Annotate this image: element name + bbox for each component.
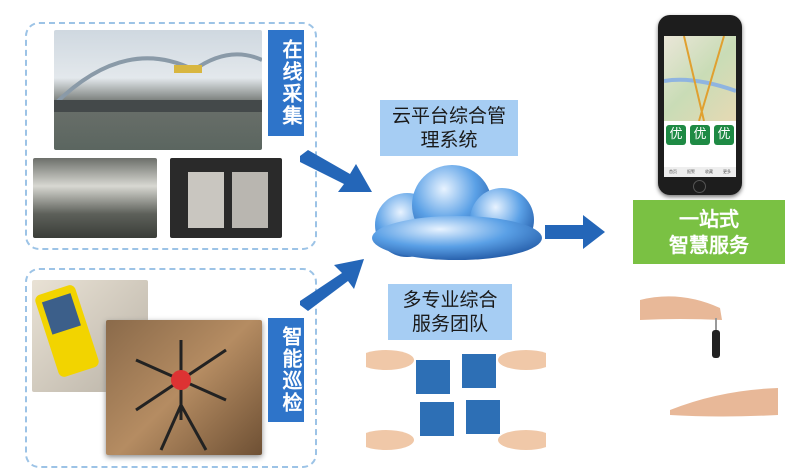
app-icon-2[interactable]: 优 xyxy=(690,125,710,145)
app-icon-3[interactable]: 优 xyxy=(714,125,734,145)
puzzle-icon xyxy=(358,350,554,450)
online-collection-label: 在线采集 xyxy=(268,30,304,136)
key-handover-hands-icon xyxy=(640,296,778,417)
drone-icon xyxy=(135,340,227,451)
cabinet-photo xyxy=(170,158,282,238)
one-stop-line1: 一站式 xyxy=(679,207,739,231)
arrow-up-right-icon xyxy=(300,259,364,311)
online-collection-group xyxy=(25,22,317,250)
bridge-arch-icon xyxy=(54,52,262,112)
smartphone: 优 优 优 首页 报警 收藏 更多 xyxy=(658,15,742,195)
app-icon-1[interactable]: 优 xyxy=(666,125,686,145)
tab-home[interactable]: 首页 xyxy=(669,169,677,174)
phone-map xyxy=(663,35,737,122)
drone-photo xyxy=(106,320,262,455)
phone-tabbar: 首页 报警 收藏 更多 xyxy=(664,167,736,177)
arrow-down-right-icon xyxy=(300,150,372,192)
service-team-text: 多专业综合服务团队 xyxy=(402,289,498,335)
cloud-platform-label: 云平台综合管理系统 xyxy=(380,100,518,156)
tab-favorite[interactable]: 收藏 xyxy=(705,169,713,174)
arrow-right-icon xyxy=(545,215,605,249)
tab-more[interactable]: 更多 xyxy=(723,169,731,174)
sensor-photo xyxy=(33,158,157,238)
puzzle-hands-image xyxy=(358,340,554,455)
tab-alarm[interactable]: 报警 xyxy=(687,169,695,174)
one-stop-service-box: 一站式 智慧服务 xyxy=(633,200,785,264)
service-team-label: 多专业综合服务团队 xyxy=(388,284,512,340)
smart-inspection-label: 智能巡检 xyxy=(268,318,304,422)
bridge-photo xyxy=(54,30,262,150)
cloud-platform-text: 云平台综合管理系统 xyxy=(391,105,506,151)
cloud-icon xyxy=(372,165,542,260)
home-button xyxy=(693,180,706,193)
one-stop-line2: 智慧服务 xyxy=(669,233,749,257)
